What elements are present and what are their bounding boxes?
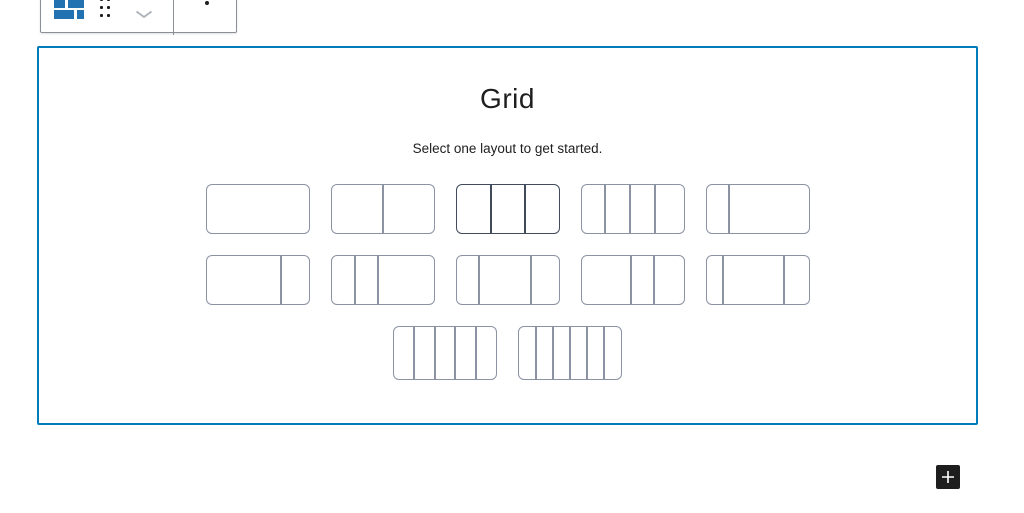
column-divider <box>653 185 656 233</box>
column-divider <box>569 327 571 379</box>
column-divider <box>279 256 282 304</box>
column-divider <box>477 256 480 304</box>
drag-handle[interactable] <box>95 0 117 34</box>
add-block-button[interactable] <box>936 465 960 489</box>
plus-icon <box>942 471 954 483</box>
toolbar-separator <box>173 0 174 35</box>
column-divider <box>721 256 724 304</box>
chevron-down-icon <box>135 10 153 19</box>
layout-option-25-50-25[interactable] <box>455 255 560 305</box>
grid-block-placeholder: Grid Select one layout to get started. <box>37 46 978 425</box>
column-divider <box>585 327 588 379</box>
layout-option-25-25-25-25[interactable] <box>580 184 685 234</box>
column-divider <box>783 256 786 304</box>
column-divider <box>628 185 631 233</box>
options-menu-button[interactable] <box>181 0 237 34</box>
column-divider <box>433 327 436 379</box>
grid-block-icon <box>54 0 84 19</box>
layout-option-20-60-20[interactable] <box>705 255 810 305</box>
column-divider <box>535 327 538 379</box>
column-divider <box>629 256 632 304</box>
layout-option-75-25[interactable] <box>205 255 310 305</box>
column-divider <box>523 185 526 233</box>
column-divider <box>602 327 605 379</box>
column-divider <box>652 256 655 304</box>
column-divider <box>377 256 380 304</box>
column-divider <box>454 327 457 379</box>
layout-picker <box>39 184 976 380</box>
placeholder-title: Grid <box>480 83 535 114</box>
layout-option-33-33-33[interactable] <box>455 184 560 234</box>
block-toolbar <box>40 0 237 35</box>
layout-option-5-columns[interactable] <box>393 326 497 380</box>
column-divider <box>552 327 555 379</box>
placeholder-subtitle: Select one layout to get started. <box>412 141 603 156</box>
layout-option-50-25-25[interactable] <box>580 255 685 305</box>
column-divider <box>413 327 416 379</box>
column-divider <box>529 256 532 304</box>
column-divider <box>474 327 477 379</box>
layout-option-25-75[interactable] <box>705 184 810 234</box>
drag-handle-icon <box>100 0 110 17</box>
column-divider <box>381 185 384 233</box>
grid-block-type-button[interactable] <box>47 0 93 34</box>
column-divider <box>728 185 731 233</box>
column-divider <box>489 185 492 233</box>
column-divider <box>353 256 356 304</box>
column-divider <box>604 185 607 233</box>
layout-option-1-column[interactable] <box>205 184 310 234</box>
layout-option-50-50[interactable] <box>330 184 435 234</box>
layout-row <box>393 326 622 380</box>
layout-row <box>205 184 810 234</box>
layout-row <box>205 255 810 305</box>
layout-option-25-25-50[interactable] <box>330 255 435 305</box>
layout-option-6-columns[interactable] <box>518 326 622 380</box>
move-down-button[interactable] <box>121 0 167 34</box>
